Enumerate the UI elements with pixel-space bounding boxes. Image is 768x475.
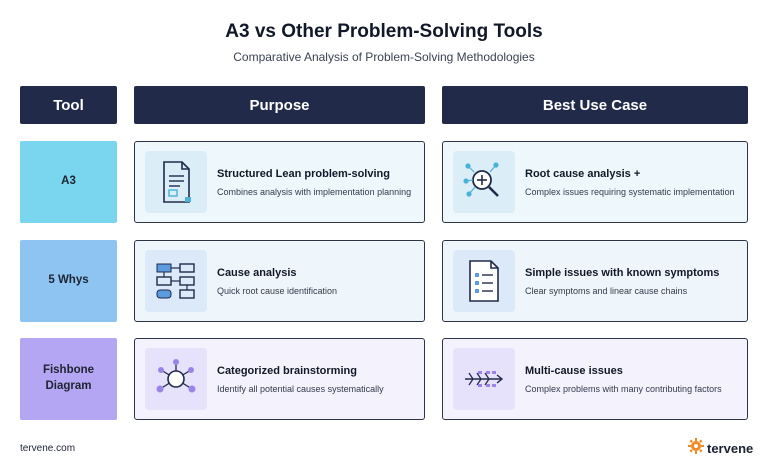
purpose-desc: Combines analysis with implementation pl…: [217, 186, 412, 197]
best-use-title: Simple issues with known symptoms: [525, 266, 720, 279]
tool-label: Fishbone Diagram: [42, 364, 95, 392]
header-best-use: Best Use Case: [442, 86, 748, 124]
magnifier-network-icon: [453, 151, 515, 213]
purpose-card-5-whys: Cause analysis Quick root cause identifi…: [134, 240, 425, 322]
header-purpose: Purpose: [134, 86, 425, 124]
brand-logo: tervene: [688, 438, 753, 459]
flowchart-icon: [145, 250, 207, 312]
best-use-desc: Complex issues requiring systematic impl…: [525, 186, 735, 197]
brand-name: tervene: [707, 441, 754, 456]
tool-cell-fishbone: Fishbone Diagram: [20, 338, 117, 420]
gear-icon: [688, 438, 704, 459]
best-use-card-fishbone: Multi-cause issues Complex problems with…: [442, 338, 748, 420]
purpose-desc: Identify all potential causes systematic…: [217, 383, 384, 394]
tool-cell-5-whys: 5 Whys: [20, 240, 117, 322]
tool-label: 5 Whys: [48, 274, 89, 287]
purpose-title: Categorized brainstorming: [217, 364, 357, 377]
best-use-title: Multi-cause issues: [525, 364, 623, 377]
page-subtitle: Comparative Analysis of Problem-Solving …: [233, 50, 535, 64]
checklist-icon: [453, 250, 515, 312]
purpose-title: Cause analysis: [217, 266, 297, 279]
hub-spoke-icon: [145, 348, 207, 410]
best-use-title: Root cause analysis +: [525, 167, 641, 180]
purpose-desc: Quick root cause identification: [217, 285, 338, 296]
best-use-desc: Clear symptoms and linear cause chains: [525, 285, 688, 296]
fishbone-icon: [453, 348, 515, 410]
page-title: A3 vs Other Problem-Solving Tools: [225, 21, 543, 42]
header-tool: Tool: [20, 86, 117, 124]
purpose-card-a3: Structured Lean problem-solving Combines…: [134, 141, 425, 223]
footer-website: tervene.com: [20, 443, 76, 454]
best-use-desc: Complex problems with many contributing …: [525, 383, 722, 394]
purpose-title: Structured Lean problem-solving: [217, 167, 390, 180]
best-use-card-5-whys: Simple issues with known symptoms Clear …: [442, 240, 748, 322]
tool-cell-a3: A3: [20, 141, 117, 223]
document-icon: [145, 151, 207, 213]
tool-label: A3: [61, 175, 76, 188]
purpose-card-fishbone: Categorized brainstorming Identify all p…: [134, 338, 425, 420]
best-use-card-a3: Root cause analysis + Complex issues req…: [442, 141, 748, 223]
